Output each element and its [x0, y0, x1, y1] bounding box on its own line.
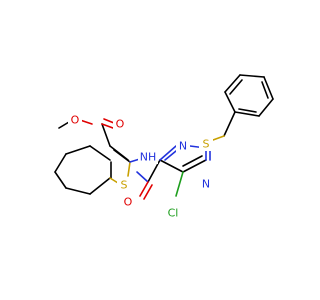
- atom-nh-label: NH: [140, 151, 157, 164]
- bond-ring-c5-c6: [54, 171, 67, 189]
- bond-c2-s: [127, 161, 131, 177]
- bond-ph-5: [258, 98, 274, 117]
- bond-ring-c7-c7a: [89, 177, 111, 195]
- bonds: [54, 74, 274, 195]
- bond-ph-double-2: [261, 81, 269, 99]
- bond-ph-4: [263, 76, 274, 100]
- bond-c3-c2-double: [109, 145, 129, 161]
- bond-c4-n3: [159, 145, 177, 161]
- atom-pyrimidine-n3: N: [176, 139, 190, 153]
- bond-s-ch2: [212, 135, 225, 141]
- atom-pyrimidine-n1: N: [199, 177, 213, 191]
- bond-ph-double-1: [229, 79, 243, 95]
- bond-ph-1: [224, 91, 236, 113]
- hetero-bonds: [79, 118, 225, 200]
- atom-benzyl-s-label: S: [203, 138, 210, 151]
- atom-carbonyl-o: O: [113, 117, 127, 131]
- bond-pyr-c5-c6-double: [182, 155, 203, 167]
- bond-methyl-o: [58, 121, 70, 129]
- bond-pyr-c4-c5: [159, 159, 184, 173]
- bond-ph-6: [234, 111, 260, 117]
- bond-ring-c3a-c4: [65, 145, 91, 155]
- bond-c4-n3-double: [164, 150, 177, 161]
- bond-ring-c4-c5: [54, 153, 67, 173]
- atom-pyrimidine-n3-label: N: [179, 140, 187, 153]
- atom-chlorine-label: Cl: [168, 207, 179, 220]
- bond-ch2-ph: [223, 111, 236, 137]
- bond-amide-co-2: [143, 184, 153, 200]
- atom-amide-o: O: [121, 195, 135, 209]
- bond-carbonyl-1: [101, 123, 114, 129]
- atom-ester-o: O: [68, 113, 82, 127]
- bond-nh-amide-c: [136, 171, 149, 183]
- atom-labels: O O S NH O N N S: [68, 113, 213, 220]
- bond-ph-3: [239, 74, 265, 78]
- bond-ph-double-3: [238, 108, 257, 113]
- bond-c3a-c3: [89, 145, 111, 161]
- bond-amide-co-1: [139, 181, 149, 197]
- atom-thiophene-s-label: S: [121, 179, 128, 192]
- atom-ester-o-label: O: [71, 114, 80, 127]
- atom-benzyl-s: S: [199, 137, 213, 151]
- bond-c3-ester-c: [101, 123, 111, 147]
- atom-carbonyl-o-label: O: [116, 118, 125, 131]
- bond-carbonyl-2: [103, 118, 115, 124]
- molecule-structure: O O S NH O N N S: [54, 74, 274, 220]
- bond-ring-c6-c7: [65, 187, 91, 195]
- molecule-canvas: O O S NH O N N S: [54, 74, 274, 220]
- atom-nh: NH: [138, 150, 158, 164]
- atom-chlorine: Cl: [163, 206, 183, 220]
- atom-amide-o-label: O: [124, 196, 133, 209]
- atom-pyrimidine-n1-label: N: [202, 178, 210, 191]
- bond-c5-cl: [175, 171, 184, 197]
- bond-pyr-c5-c6: [182, 159, 207, 173]
- bond-ph-2: [224, 74, 241, 93]
- atom-thiophene-s: S: [117, 178, 131, 192]
- bond-c7a-s: [109, 177, 119, 184]
